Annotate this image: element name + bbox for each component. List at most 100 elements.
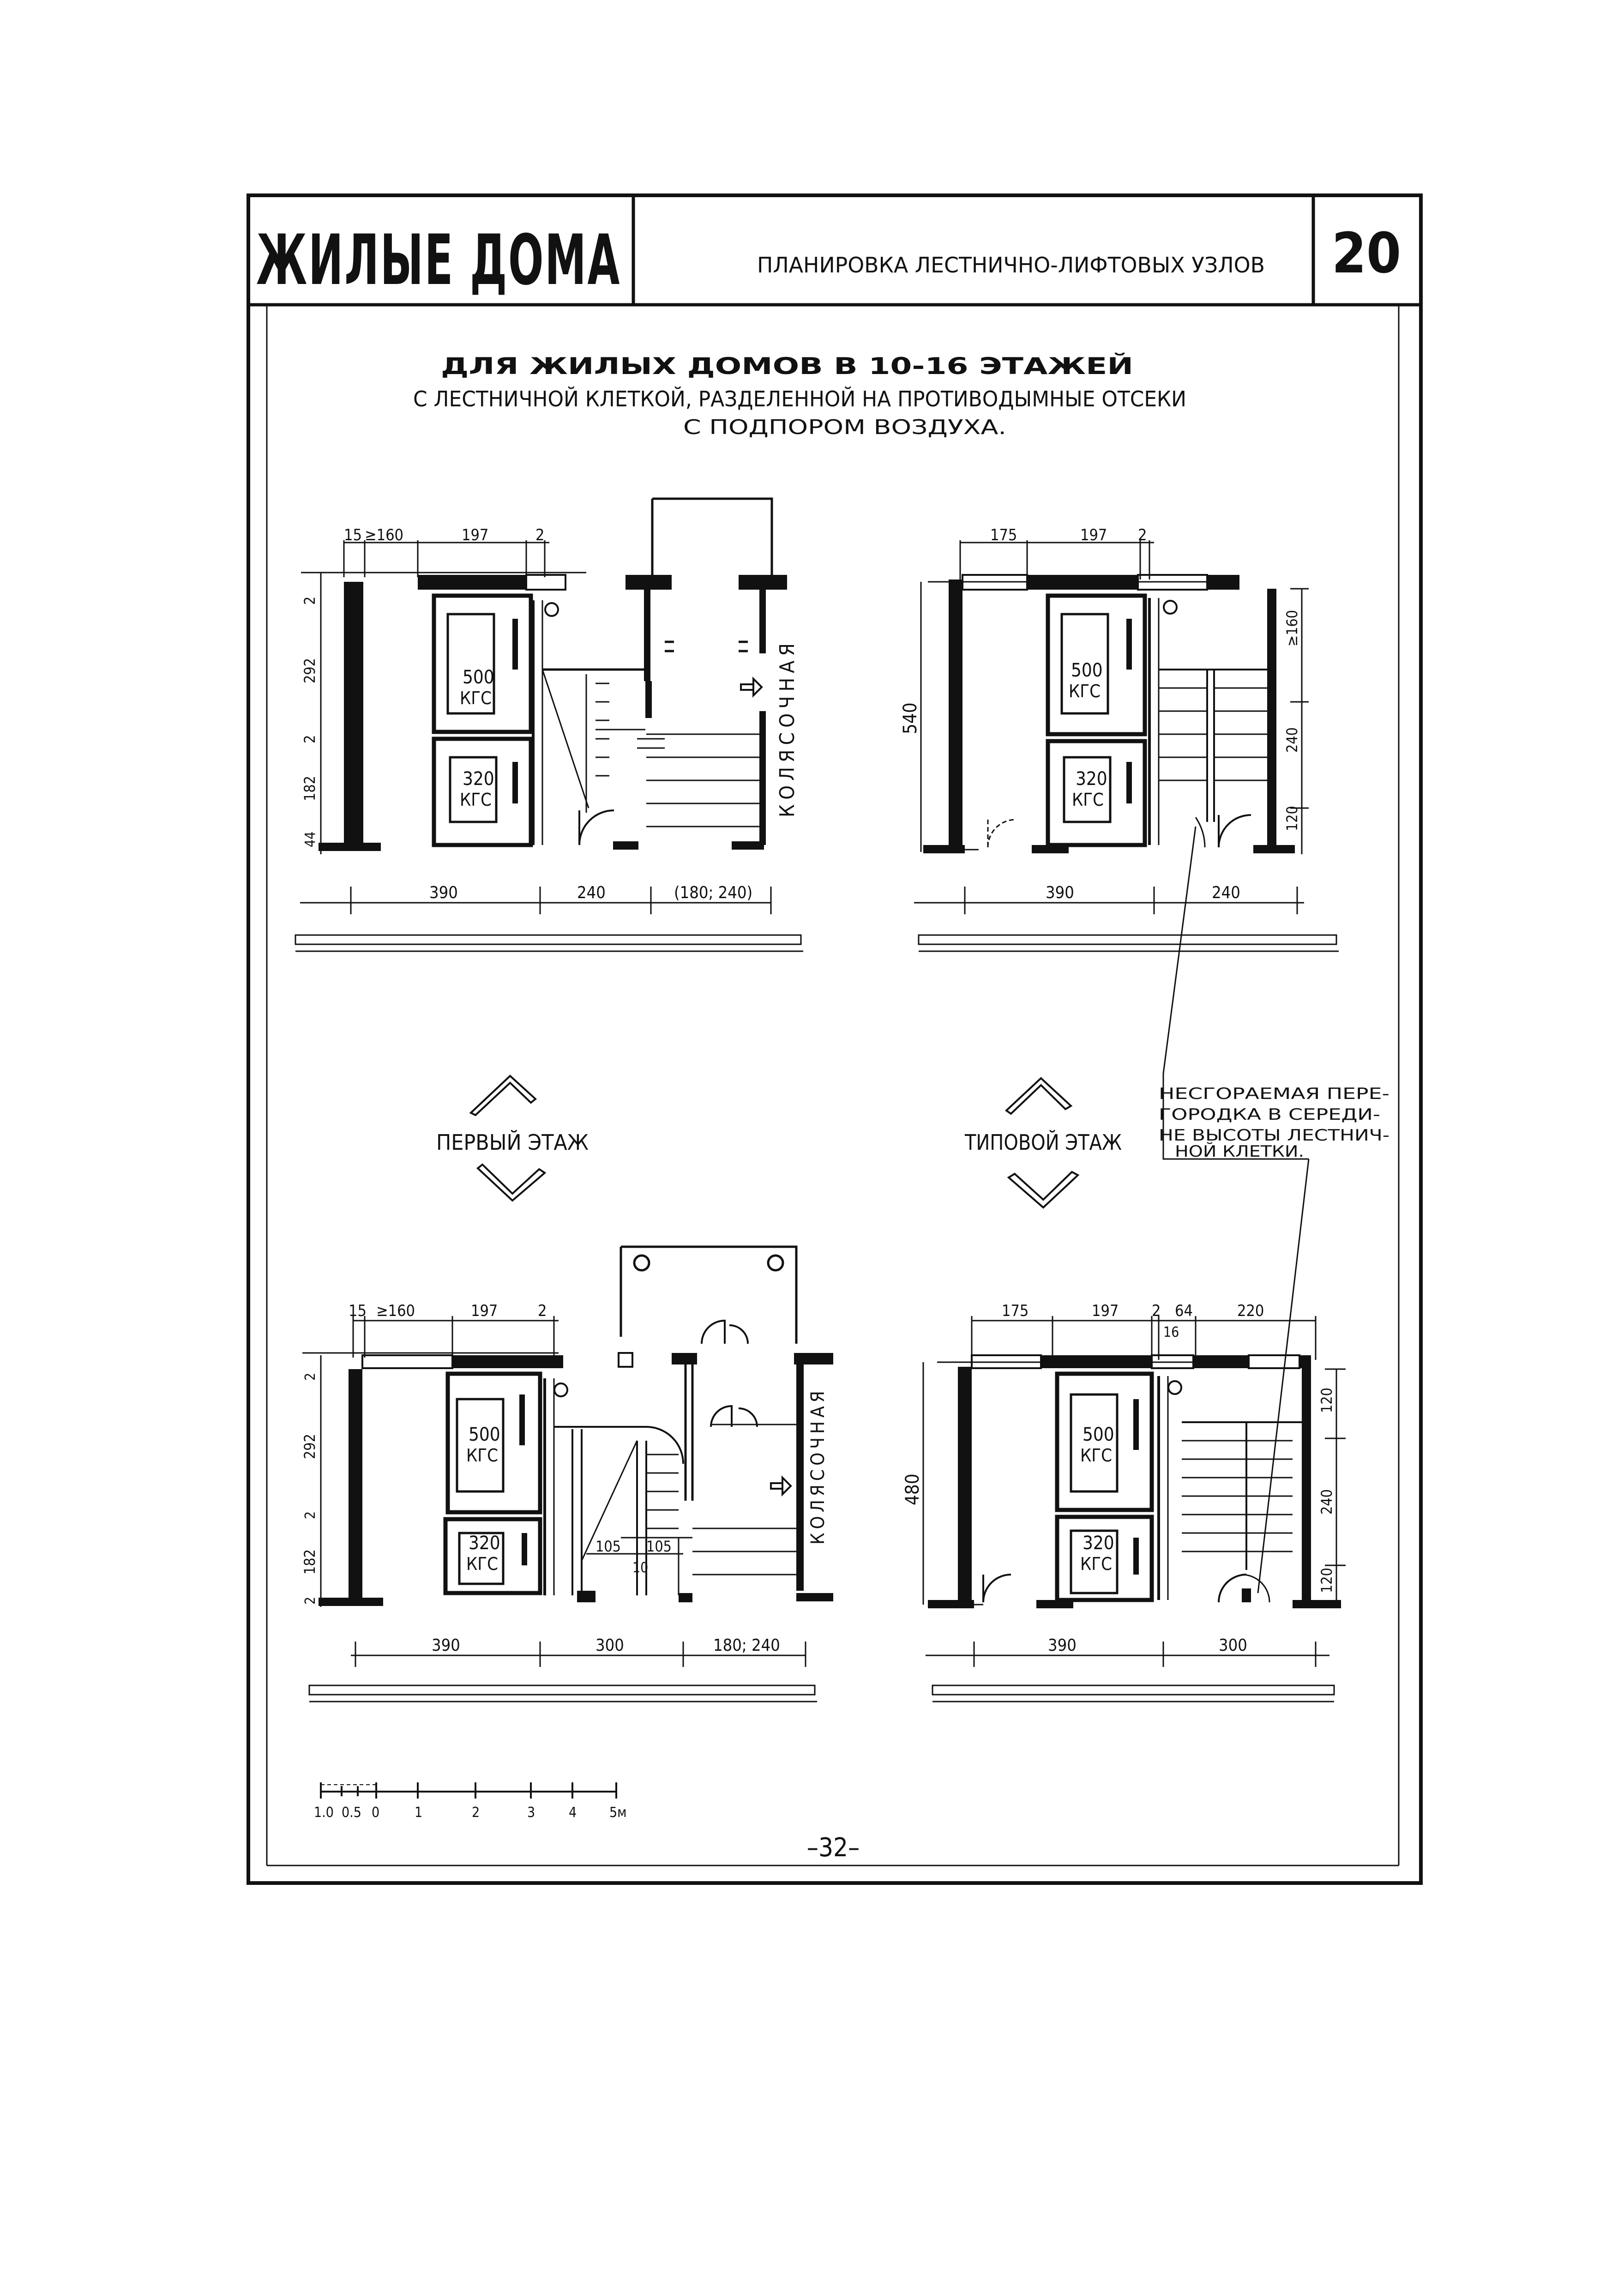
dim-bottom-390b: 390 — [1046, 883, 1074, 902]
dim-left-292: 292 — [301, 658, 319, 683]
scale-tick-4: 4 — [569, 1805, 577, 1821]
scale-tick-2: 2 — [472, 1805, 480, 1821]
dim-b-left-182: 182 — [301, 1549, 319, 1575]
dim-b-bottom-300: 300 — [595, 1636, 624, 1655]
note-line3: НЕ ВЫСОТЫ ЛЕСТНИЧ- — [1159, 1126, 1389, 1145]
scale-tick-1: 1 — [415, 1805, 422, 1821]
dim-b-left-2a: 2 — [302, 1373, 319, 1381]
dim-b-top-15: 15 — [349, 1302, 367, 1320]
sheet-title: ПЛАНИРОВКА ЛЕСТНИЧНО-ЛИФТОВЫХ УЗЛОВ — [757, 253, 1265, 278]
lift-large-capacity: 500 — [1071, 660, 1103, 681]
typical-floor-label: ТИПОВОЙ ЭТАЖ — [964, 1130, 1122, 1155]
dim-c-right-120b: 120 — [1318, 1568, 1335, 1593]
dim-right-160: ≥160 — [1283, 610, 1301, 646]
scale-tick-0.5: 0.5 — [342, 1805, 361, 1821]
dim-b-left-2b: 2 — [302, 1511, 319, 1519]
dims-first-floor-b — [302, 1316, 817, 1702]
subtitle-line2: С ЛЕСТНИЧНОЙ КЛЕТКОЙ, РАЗДЕЛЕННОЙ НА ПРО… — [413, 386, 1186, 411]
first-floor-label: ПЕРВЫЙ ЭТАЖ — [436, 1130, 589, 1155]
scale-tick-0: 0 — [372, 1805, 379, 1821]
scale-tick-3: 3 — [527, 1805, 535, 1821]
dim-b-bottom-180-240: 180; 240 — [713, 1636, 780, 1655]
dim-b-inner-10: 10 — [632, 1560, 648, 1576]
dim-c-top-64: 64 — [1175, 1302, 1193, 1320]
dim-b-inner-105a: 105 — [595, 1538, 621, 1555]
dim-top-160: ≥160 — [365, 526, 403, 544]
dim-b-top-197: 197 — [471, 1302, 498, 1320]
dim-b-left-2c: 2 — [302, 1597, 319, 1605]
lift-large-unit: КГС — [1069, 681, 1101, 701]
lift-small-unit: КГС — [460, 790, 492, 810]
dim-b-top-160: ≥160 — [376, 1302, 415, 1320]
dim-left-44: 44 — [302, 832, 319, 847]
lift-labels: 500 КГС 320 КГС 500 КГС 320 КГС 500 КГС … — [460, 660, 1114, 1574]
dim-c-right-240: 240 — [1318, 1489, 1335, 1515]
stroller-label-a: КОЛЯСОЧНАЯ — [776, 639, 799, 817]
note-line1: НЕСГОРАЕМАЯ ПЕРЕ- — [1159, 1085, 1389, 1103]
stroller-label-b: КОЛЯСОЧНАЯ — [807, 1387, 829, 1545]
lift-large-unit: КГС — [466, 1445, 498, 1466]
dim-bottom-240: 240 — [577, 883, 606, 902]
dim-left-2b: 2 — [301, 735, 319, 743]
plan-typical-floor-a — [923, 574, 1295, 853]
note-line4: НОЙ КЛЕТКИ. — [1175, 1142, 1304, 1161]
subtitle-line3: С ПОДПОРОМ ВОЗДУХА. — [683, 416, 1006, 439]
lift-small-capacity: 320 — [1076, 768, 1107, 790]
dim-c-top-2: 2 — [1152, 1302, 1161, 1320]
plan-first-floor-a — [319, 497, 787, 851]
lift-large-capacity: 500 — [1083, 1424, 1114, 1445]
dim-bottom-180-240: (180; 240) — [674, 883, 752, 902]
subtitle-line1: ДЛЯ ЖИЛЫХ ДОМОВ В 10-16 ЭТАЖЕЙ — [441, 352, 1133, 380]
sheet-frame — [247, 193, 1423, 1885]
scale-tick-5m: 5м — [609, 1805, 627, 1821]
dim-c-top-197: 197 — [1092, 1302, 1119, 1320]
lift-small-capacity: 320 — [463, 768, 494, 790]
dim-top-197: 197 — [462, 526, 488, 544]
series-title: ЖИЛЫЕ ДОМА — [256, 220, 621, 301]
sheet-number: 20 — [1332, 222, 1401, 286]
plan-typical-floor-b — [928, 1354, 1341, 1608]
dim-top-197b: 197 — [1080, 526, 1107, 544]
dim-c-right-120a: 120 — [1318, 1388, 1335, 1413]
dim-left-540: 540 — [900, 702, 921, 734]
dim-c-top-175: 175 — [1002, 1302, 1029, 1320]
plan-first-floor-b — [319, 1245, 833, 1606]
note-callout — [1162, 826, 1310, 1594]
direction-marks — [469, 1075, 1080, 1209]
dim-c-bottom-300: 300 — [1219, 1636, 1247, 1655]
lift-small-capacity: 320 — [469, 1533, 500, 1554]
dim-top-2: 2 — [535, 526, 544, 544]
scale-tick-1.0: 1.0 — [314, 1805, 334, 1821]
dims-typical-floor-a — [914, 540, 1339, 952]
lift-large-capacity: 500 — [463, 667, 494, 688]
dim-right-120: 120 — [1283, 806, 1301, 831]
lift-small-unit: КГС — [1072, 790, 1104, 810]
dims-typical-floor-b — [922, 1316, 1346, 1702]
dim-top-175: 175 — [990, 526, 1017, 544]
lift-small-unit: КГС — [1080, 1554, 1112, 1574]
lift-small-unit: КГС — [466, 1554, 498, 1574]
lift-large-capacity: 500 — [469, 1424, 500, 1445]
dim-left-182: 182 — [301, 776, 319, 801]
note-line2: ГОРОДКА В СЕРЕДИ- — [1159, 1105, 1380, 1124]
dim-top-15: 15 — [344, 526, 362, 544]
dim-c-top-220: 220 — [1237, 1302, 1264, 1320]
dim-b-left-292: 292 — [301, 1434, 319, 1459]
dim-c-bottom-390: 390 — [1048, 1636, 1077, 1655]
dim-right-240: 240 — [1283, 727, 1301, 753]
page-number: –32– — [807, 1833, 860, 1863]
dim-b-bottom-390: 390 — [432, 1636, 460, 1655]
lift-large-unit: КГС — [1080, 1445, 1112, 1466]
dim-b-inner-105b: 105 — [646, 1538, 672, 1555]
lift-small-capacity: 320 — [1083, 1533, 1114, 1554]
dim-c-sub-16: 16 — [1163, 1324, 1179, 1340]
dim-c-left-480: 480 — [902, 1473, 923, 1505]
dim-left-2a: 2 — [301, 597, 319, 605]
dim-bottom-390: 390 — [429, 883, 458, 902]
scale-bar: 1.0 0.5 0 1 2 3 4 5м — [314, 1782, 627, 1821]
dim-bottom-240b: 240 — [1212, 883, 1240, 902]
lift-large-unit: КГС — [460, 688, 492, 708]
dim-top-2c: 2 — [1138, 526, 1147, 544]
dims-first-floor-a — [295, 540, 803, 952]
